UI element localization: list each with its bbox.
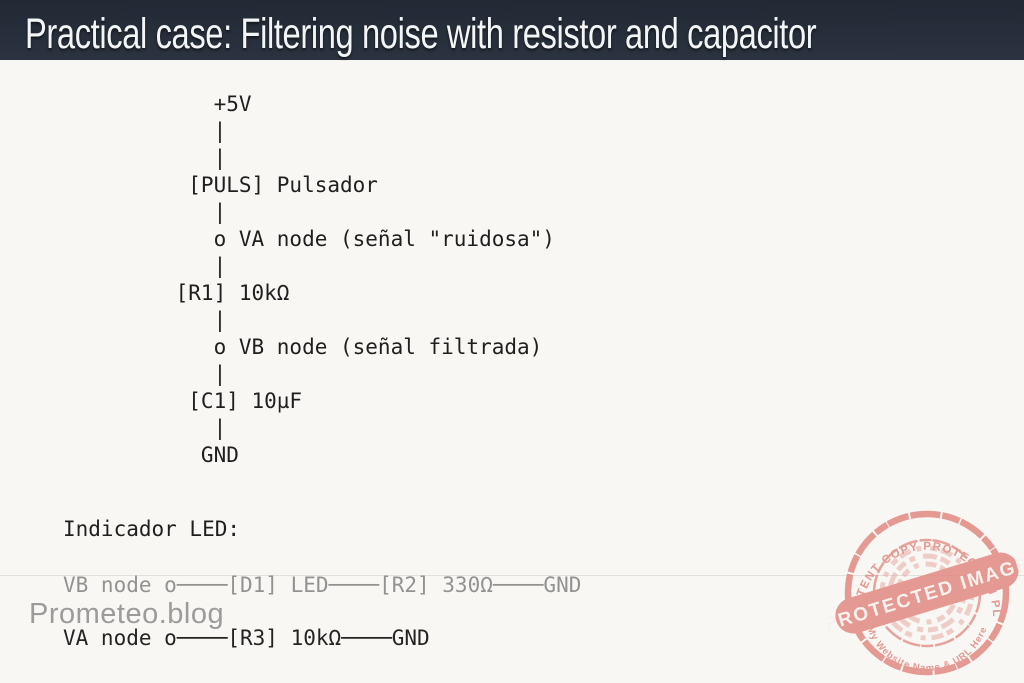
stamp-arc-bottom-text: My Website Name & URL Here (864, 625, 989, 674)
led-section-heading: Indicador LED: (63, 517, 241, 541)
circuit-ascii-diagram: +5V | | [PULS] Pulsador | o VA node (señ… (175, 92, 555, 467)
site-watermark: Prometeo.blog (29, 598, 225, 630)
led-line-va-node: VA node o────[R3] 10kΩ────GND (63, 626, 430, 650)
page-title: Practical case: Filtering noise with res… (25, 9, 817, 58)
section-divider (0, 575, 1024, 576)
protected-image-stamp: WP CONTENT COPY PROTECTION PLUGIN My Web… (828, 502, 1024, 683)
stamp-banner-shape (835, 552, 1019, 634)
led-line-vb-node: VB node o────[D1] LED────[R2] 330Ω────GN… (63, 573, 582, 597)
stamp-outer-ring (844, 510, 1010, 676)
slide-title-bar: Practical case: Filtering noise with res… (0, 0, 1024, 60)
stamp-graphic: WP CONTENT COPY PROTECTION PLUGIN My Web… (828, 502, 1024, 676)
